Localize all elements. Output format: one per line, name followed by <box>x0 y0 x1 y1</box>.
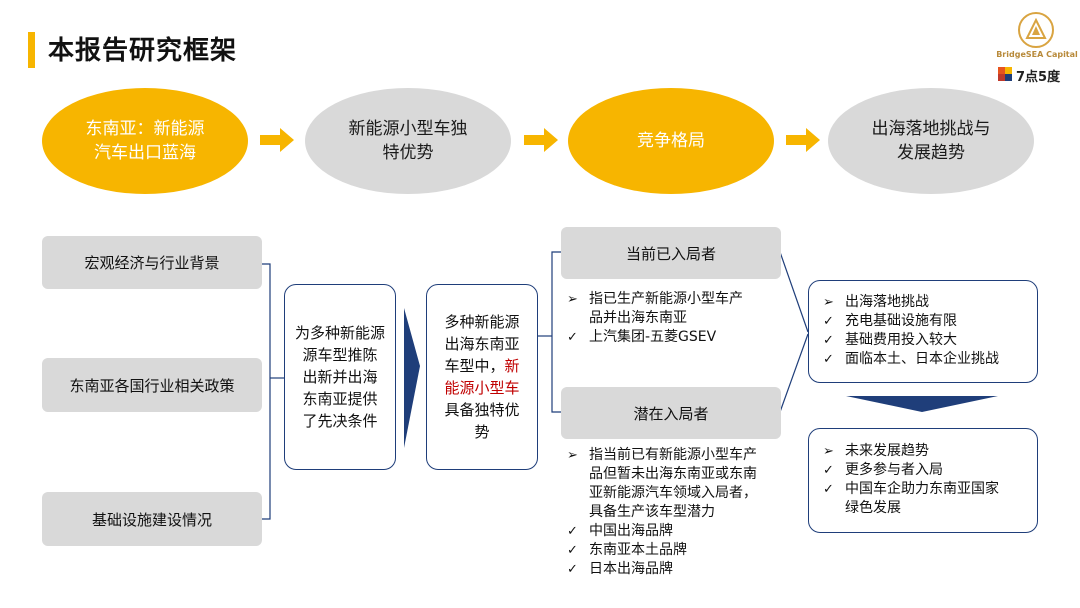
box-potential-players-title: 潜在入局者 <box>561 387 781 439</box>
chevron-down-icon <box>846 396 998 412</box>
title-accent-bar <box>28 32 35 68</box>
advantage-highlight: 新 能源小型车 <box>444 357 520 397</box>
list-item-text: 东南亚本土品牌 <box>589 542 687 558</box>
check-icon: ✓ <box>823 482 834 497</box>
arrow-right-icon <box>260 128 294 152</box>
list-item: ✓ 日本出海品牌 <box>565 560 795 579</box>
list-item: ➢ 未来发展趋势 <box>821 442 1027 461</box>
list-item-text: 日本出海品牌 <box>589 561 673 577</box>
oval-label: 新能源小型车独 特优势 <box>348 119 468 163</box>
arrow-bullet-icon: ➢ <box>823 444 834 459</box>
arrow-right-icon <box>524 128 558 152</box>
box-preconditions: 为多种新能源 源车型推陈 出新并出海 东南亚提供 了先决条件 <box>284 284 396 470</box>
trends-list: ➢ 未来发展趋势 ✓ 更多参与者入局 ✓ 中国车企助力东南亚国家 绿色发展 <box>821 442 1027 518</box>
challenges-list: ➢ 出海落地挑战 ✓ 充电基础设施有限 ✓ 基础费用投入较大 ✓ 面临本土、日本企业挑战 <box>821 293 1027 369</box>
list-item-text: 指已生产新能源小型车产 品并出海东南亚 <box>589 291 743 326</box>
advantage-text-part3: 具备独特优 势 <box>444 401 520 441</box>
diagonal-line-top <box>779 251 809 333</box>
chevron-right-icon <box>404 308 420 448</box>
box-policies: 东南亚各国行业相关政策 <box>42 358 262 412</box>
list-item-text: 上汽集团-五菱GSEV <box>589 329 717 345</box>
oval-southeast-asia: 东南亚：新能源 汽车出口蓝海 <box>42 88 248 194</box>
list-item: ✓ 基础费用投入较大 <box>821 331 1027 350</box>
oval-label: 出海落地挑战与 发展趋势 <box>871 119 991 163</box>
page-title: 本报告研究框架 <box>48 36 238 66</box>
list-item-text: 未来发展趋势 <box>845 443 929 459</box>
oval-label: 东南亚：新能源 汽车出口蓝海 <box>85 119 205 163</box>
logo-name: BridgeSEA Capital <box>996 50 1078 59</box>
box-trends: ➢ 未来发展趋势 ✓ 更多参与者入局 ✓ 中国车企助力东南亚国家 绿色发展 <box>808 428 1038 533</box>
advantage-text: 多种新能源 出海东南亚 车型中，新 能源小型车 具备独特优 势 <box>444 311 519 443</box>
list-item: ➢ 出海落地挑战 <box>821 293 1027 312</box>
oval-competition: 竞争格局 <box>568 88 774 194</box>
check-icon: ✓ <box>567 330 578 345</box>
list-item: ✓ 中国出海品牌 <box>565 522 795 541</box>
arrow-bullet-icon: ➢ <box>567 448 578 463</box>
arrow-bullet-icon: ➢ <box>567 292 578 307</box>
check-icon: ✓ <box>567 524 578 539</box>
list-item-text: 更多参与者入局 <box>845 462 943 478</box>
check-icon: ✓ <box>823 463 834 478</box>
check-icon: ✓ <box>567 543 578 558</box>
box-current-players-title: 当前已入局者 <box>561 227 781 279</box>
logo-subtitle: 7点5度 <box>1016 70 1061 85</box>
box-challenges: ➢ 出海落地挑战 ✓ 充电基础设施有限 ✓ 基础费用投入较大 ✓ 面临本土、日本企业挑战 <box>808 280 1038 383</box>
left-bracket-line <box>262 263 271 520</box>
box-small-ev-advantage: 多种新能源 出海东南亚 车型中，新 能源小型车 具备独特优 势 <box>426 284 538 470</box>
oval-challenges-trends: 出海落地挑战与 发展趋势 <box>828 88 1034 194</box>
bridgesea-logo-icon <box>1018 12 1054 48</box>
list-item-text: 基础费用投入较大 <box>845 332 957 348</box>
list-item: ➢ 指当前已有新能源小型车产 品但暂未出海东南亚或东南 亚新能源汽车领域入局者， … <box>565 446 795 522</box>
advantage-text-part1: 多种新能源 出海东南亚 车型中， <box>444 313 520 375</box>
list-item-text: 出海落地挑战 <box>845 294 929 310</box>
diagonal-line-bottom <box>779 333 809 413</box>
check-icon: ✓ <box>823 352 834 367</box>
list-item-text: 面临本土、日本企业挑战 <box>845 351 999 367</box>
arrow-bullet-icon: ➢ <box>823 295 834 310</box>
mid-bracket-line <box>551 251 561 413</box>
list-item-text: 充电基础设施有限 <box>845 313 957 329</box>
list-item-text: 中国车企助力东南亚国家 绿色发展 <box>845 481 999 516</box>
box-infrastructure: 基础设施建设情况 <box>42 492 262 546</box>
list-item: ✓ 中国车企助力东南亚国家 绿色发展 <box>821 480 1027 518</box>
arrow-right-icon <box>786 128 820 152</box>
list-item: ➢ 指已生产新能源小型车产 品并出海东南亚 <box>565 290 785 328</box>
oval-label: 竞争格局 <box>637 131 705 151</box>
seven-point-five-logo-icon <box>998 66 1012 81</box>
current-players-list: ➢ 指已生产新能源小型车产 品并出海东南亚 ✓ 上汽集团-五菱GSEV <box>565 290 785 347</box>
box-macro-background: 宏观经济与行业背景 <box>42 236 262 289</box>
list-item-text: 中国出海品牌 <box>589 523 673 539</box>
list-item: ✓ 充电基础设施有限 <box>821 312 1027 331</box>
list-item: ✓ 上汽集团-五菱GSEV <box>565 328 785 347</box>
list-item: ✓ 更多参与者入局 <box>821 461 1027 480</box>
check-icon: ✓ <box>823 314 834 329</box>
list-item: ✓ 东南亚本土品牌 <box>565 541 795 560</box>
list-item-text: 指当前已有新能源小型车产 品但暂未出海东南亚或东南 亚新能源汽车领域入局者， 具… <box>589 447 757 520</box>
preconditions-text: 为多种新能源 源车型推陈 出新并出海 东南亚提供 了先决条件 <box>295 324 386 430</box>
oval-small-ev-advantage: 新能源小型车独 特优势 <box>305 88 511 194</box>
check-icon: ✓ <box>567 562 578 577</box>
list-item: ✓ 面临本土、日本企业挑战 <box>821 350 1027 369</box>
check-icon: ✓ <box>823 333 834 348</box>
potential-players-list: ➢ 指当前已有新能源小型车产 品但暂未出海东南亚或东南 亚新能源汽车领域入局者， … <box>565 446 795 579</box>
